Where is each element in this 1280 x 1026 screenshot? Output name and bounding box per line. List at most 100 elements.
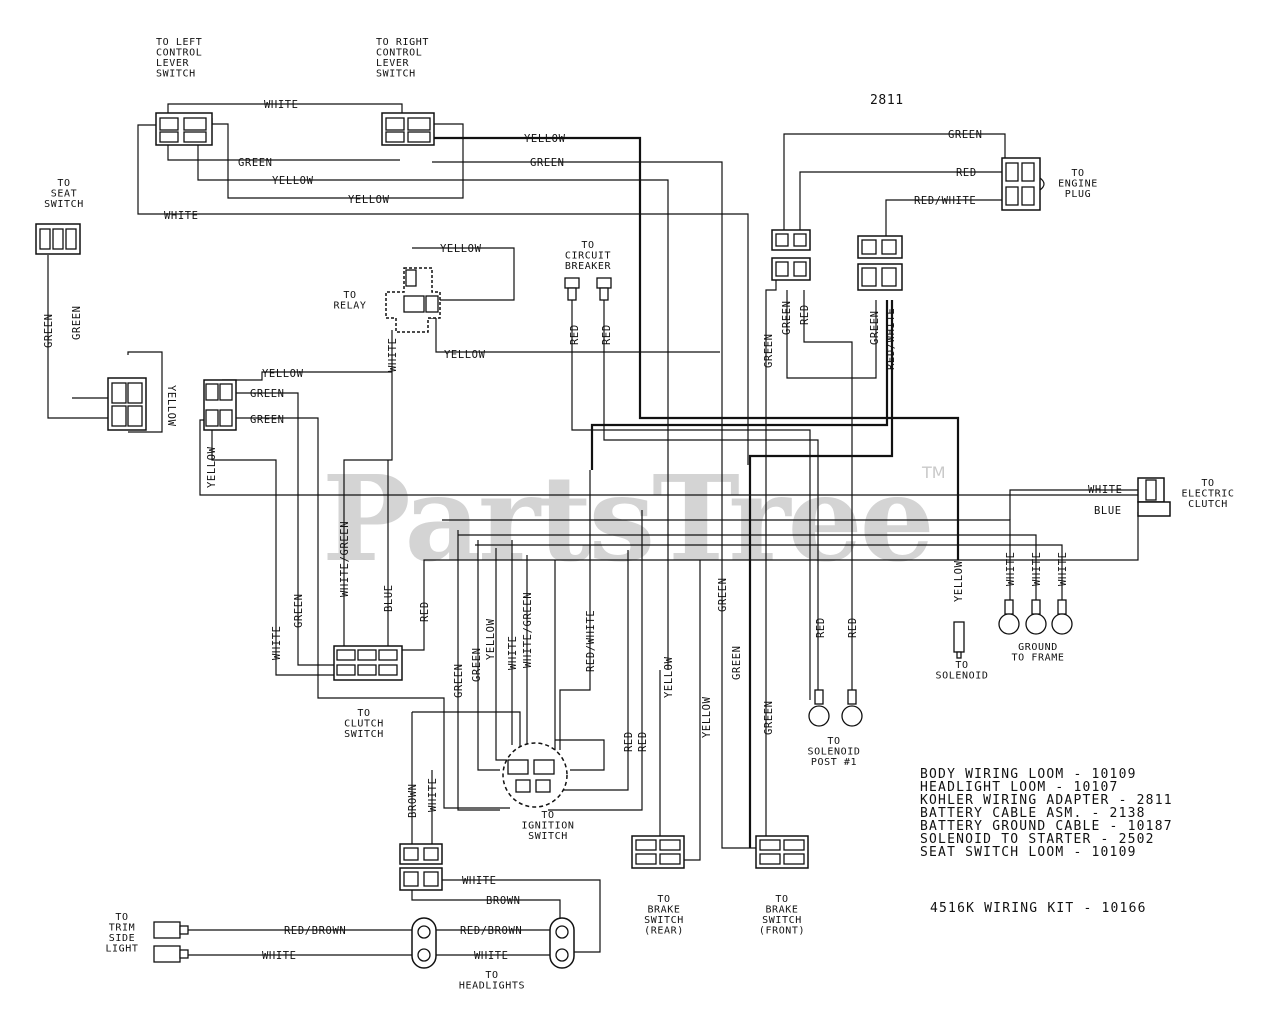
legend-line: KOHLER WIRING ADAPTER - 2811 [920,793,1173,808]
wire-label: RED/BROWN [284,925,346,937]
wire-label: RED [637,731,649,752]
wire-label: RED [847,617,859,638]
legend-line: BATTERY GROUND CABLE - 10187 [920,819,1173,834]
wire-label: GREEN [763,333,775,368]
seat-switch-connector [35,223,81,255]
wire-label: WHITE [262,950,297,962]
wire-label: WHITE [387,337,399,372]
trim-light-terminals [153,921,189,963]
brake-rear-connector [631,835,685,869]
wire-label: YELLOW [524,133,566,145]
wire-label: YELLOW [165,385,177,427]
wire-label: RED/WHITE [885,308,897,370]
solenoid-terminal [953,621,965,659]
wire-label: RED [623,731,635,752]
wire-label: YELLOW [444,349,486,361]
wire-label: RED/WHITE [914,195,976,207]
legend-line: HEADLIGHT LOOM - 10107 [920,780,1119,795]
ground-ring-terminals [998,599,1073,635]
wire-label: BROWN [486,895,521,907]
wire-label: GREEN [948,129,983,141]
wire-label: WHITE [1088,484,1123,496]
wire-label: RED/BROWN [460,925,522,937]
wire-label: YELLOW [485,618,497,660]
brake-front-connector [755,835,809,869]
wire-label: BLUE [383,584,395,612]
wire-label: RED [569,324,581,345]
wire-label: GREEN [471,647,483,682]
ignition-switch [502,742,568,808]
electric-clutch-connector [1137,477,1171,517]
wire-label: WHITE/GREEN [339,521,351,597]
right-control-lever-connector [381,112,435,146]
wire-label: GREEN [731,645,743,680]
kit-label: 4516K WIRING KIT - 10166 [930,901,1147,916]
wire-label: RED [956,167,977,179]
wire-label: YELLOW [206,446,218,488]
headlight-loom-connector [203,379,237,431]
wire-label: WHITE [264,99,299,111]
legend-line: BATTERY CABLE ASM. - 2138 [920,806,1146,821]
wire-label: WHITE [427,777,439,812]
legend-line: SEAT SWITCH LOOM - 10109 [920,845,1137,860]
wire-label: GREEN [238,157,273,169]
wire-label: GREEN [763,700,775,735]
circuit-breaker-terminals [564,277,612,301]
wire-label: YELLOW [663,656,675,698]
wire-label: RED [419,601,431,622]
legend-line: BODY WIRING LOOM - 10109 [920,767,1137,782]
wire-label: WHITE [462,875,497,887]
wire-label: GREEN [869,310,881,345]
watermark: PartsTree [322,449,932,588]
wire-label: WHITE [164,210,199,222]
relay-connector [385,267,441,333]
main-harness-connector [333,645,403,681]
wire-label: WHITE [474,950,509,962]
left-control-lever-connector [155,112,213,146]
engine-plug-connector [1001,157,1045,211]
wire-label: GREEN [453,663,465,698]
wire-label: WHITE [1057,551,1069,586]
seat-loom-connector [107,377,147,431]
solenoid-post-terminals [808,689,863,727]
wire-label: GREEN [530,157,565,169]
legend-line: SOLENOID TO STARTER - 2502 [920,832,1155,847]
wire-label: YELLOW [701,696,713,738]
wire-label: YELLOW [348,194,390,206]
wire-label: GREEN [43,313,55,348]
wire-label: WHITE [507,635,519,670]
wire-label: GREEN [250,388,285,400]
watermark-tm: TM [921,463,946,482]
wire-label: WHITE/GREEN [522,592,534,668]
headlight-sockets [411,917,575,969]
wire-label: WHITE [271,625,283,660]
part-code-label: 2811 [870,93,904,108]
wire-label: RED/WHITE [585,610,597,672]
wire-labels: WHITE GREEN YELLOW YELLOW WHITE YELLOW G… [43,99,1123,962]
wire-label: GREEN [293,593,305,628]
wire-label: BROWN [407,783,419,818]
wire-label: YELLOW [953,560,965,602]
wire-label: RED [815,617,827,638]
wire-label: GREEN [717,577,729,612]
wire-label: RED [601,324,613,345]
adapter-connectors [771,229,903,291]
wire-label: BLUE [1094,505,1122,517]
